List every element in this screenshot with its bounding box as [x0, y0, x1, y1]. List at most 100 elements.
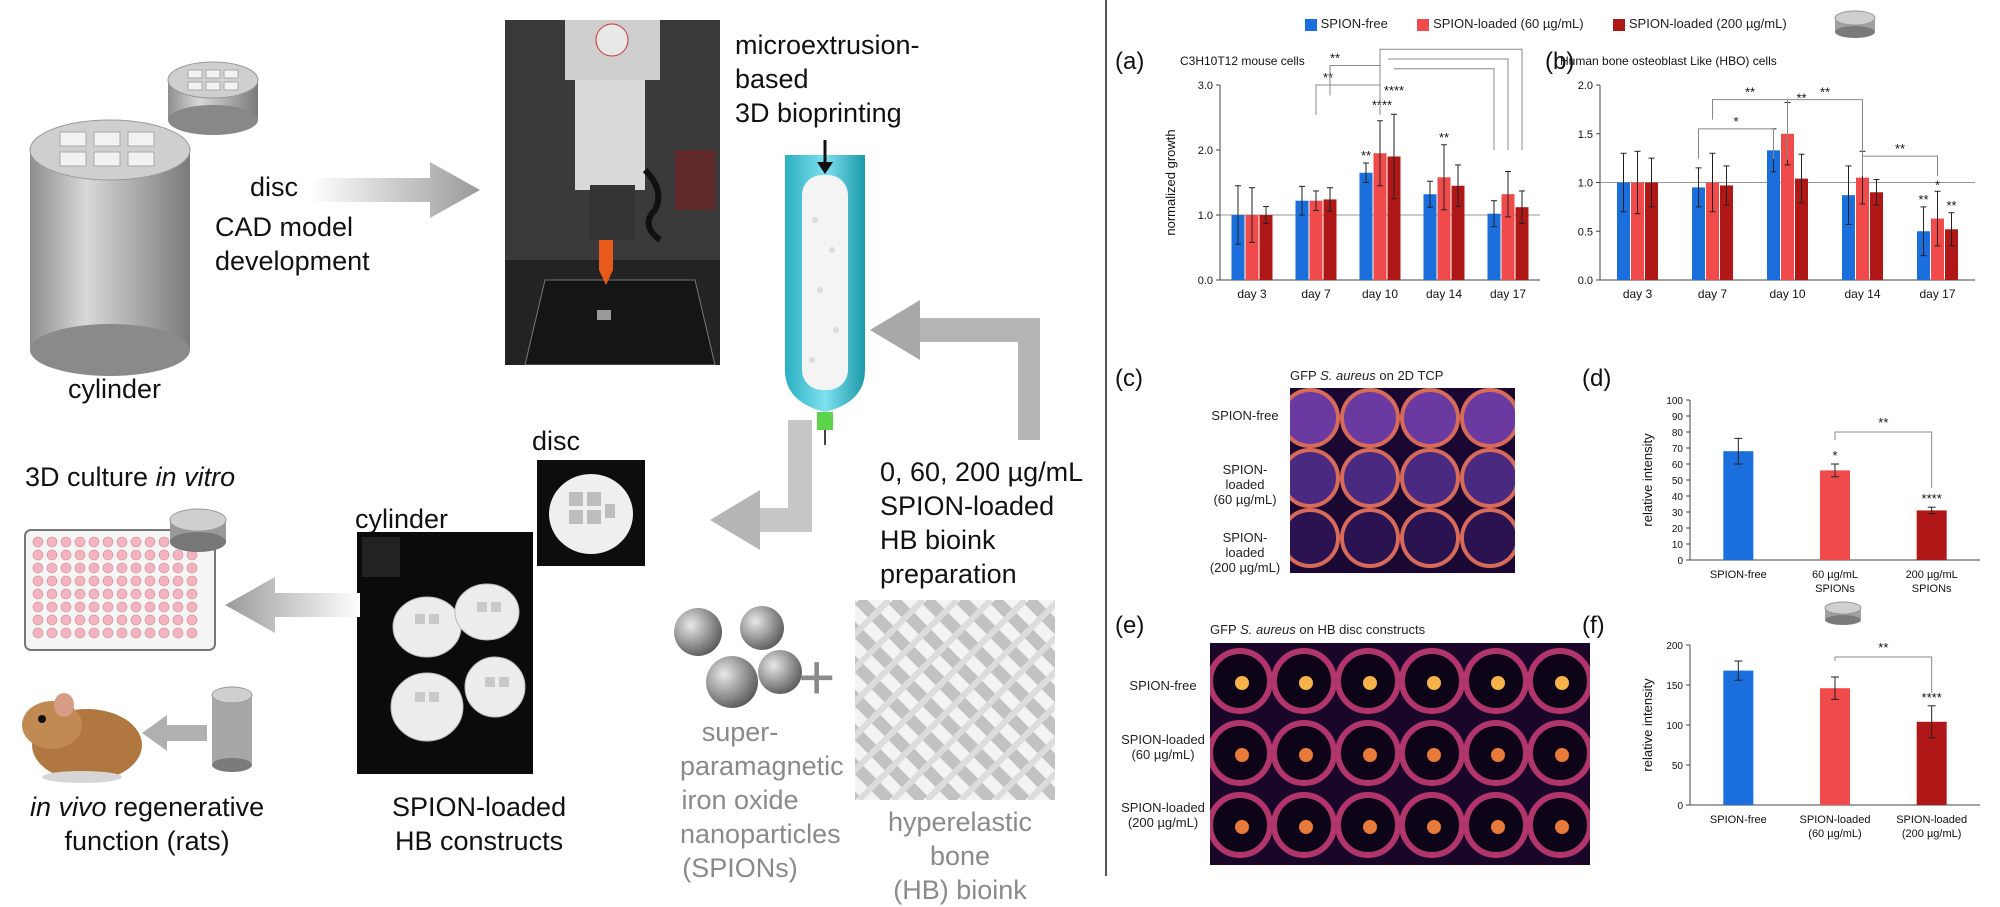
well [60, 601, 72, 613]
lattice-strut [855, 600, 926, 673]
well [158, 549, 170, 561]
bar [1692, 187, 1705, 280]
imaging-c-title: GFP S. aureus on 2D TCP [1290, 368, 1443, 383]
well [186, 601, 198, 613]
well [60, 562, 72, 574]
y-tick-label: 90 [1672, 412, 1684, 423]
significance-marker: ** [1918, 192, 1928, 207]
spions-label: super- paramagnetic iron oxide nanoparti… [680, 717, 844, 883]
disc-photo-label: disc [532, 426, 581, 456]
x-tick-label: day 17 [1919, 287, 1955, 301]
bar [1617, 182, 1630, 280]
significance-marker: **** [1372, 98, 1392, 113]
well [158, 536, 170, 548]
lattice-strut [924, 667, 1055, 800]
cylinder-photo-label: cylinder [355, 504, 449, 534]
well [60, 575, 72, 587]
well [32, 575, 44, 587]
disc-construct-image [549, 474, 633, 554]
x-tick-label: day 7 [1698, 287, 1728, 301]
well [116, 536, 128, 548]
well-fluorescence [1290, 508, 1340, 568]
well [102, 627, 114, 639]
imaging-e-fluorescence [1210, 643, 1590, 865]
invivo-label: in vivo regenerative function (rats) [30, 790, 264, 858]
imaging-c-title-italic: S. aureus [1320, 368, 1376, 383]
imaging-c-row-label-1: SPION-free [1211, 408, 1279, 423]
disc-cad-model [167, 61, 259, 135]
panel-divider [1105, 0, 1107, 876]
significance-marker: * [1733, 114, 1738, 129]
well [172, 575, 184, 587]
well [60, 614, 72, 626]
imaging-e-title: GFP S. aureus on HB disc constructs [1210, 622, 1425, 637]
cylinder-constructs-image [362, 537, 526, 742]
legend-label-spion-200: SPION-loaded (200 µg/mL) [1628, 16, 1787, 31]
bar [1842, 195, 1855, 280]
well [74, 536, 86, 548]
lattice-strut [855, 600, 1028, 775]
y-axis-label: relative intensity [1640, 678, 1655, 772]
bar [1631, 182, 1644, 280]
legend-swatch-spion-free [1305, 18, 1317, 31]
significance-marker: ** [1878, 640, 1888, 655]
well-plate-wells [32, 536, 198, 639]
cad-model-development-label: CAD model development [215, 212, 370, 276]
significance-marker: ** [1439, 130, 1449, 145]
x-tick-label: (60 µg/mL) [1808, 828, 1861, 840]
well-fluorescence [1290, 448, 1340, 508]
cylinder-constructs-photo [357, 532, 533, 774]
x-tick-label: day 3 [1623, 287, 1653, 301]
lattice-strut [855, 600, 960, 707]
well [88, 588, 100, 600]
imaging-e-row-label-1: SPION-free [1129, 678, 1197, 693]
culture-label-prefix: 3D culture [25, 462, 156, 492]
significance-marker: ** [1820, 85, 1830, 100]
x-tick-label: SPION-free [1710, 814, 1767, 826]
imaging-e-title-suffix: on HB disc constructs [1295, 622, 1426, 637]
bar [1945, 229, 1958, 280]
bacteria-signal [1427, 676, 1441, 690]
significance-bracket [1712, 99, 1788, 120]
well [60, 549, 72, 561]
bar [1723, 451, 1754, 560]
well [172, 601, 184, 613]
significance-marker: ** [1439, 45, 1449, 48]
y-tick-label: 3.0 [1198, 80, 1213, 92]
well [32, 536, 44, 548]
well [46, 575, 58, 587]
bacteria-signal [1363, 820, 1377, 834]
bacteria-signal [1299, 748, 1313, 762]
bar [1515, 207, 1529, 280]
y-tick-label: 0.0 [1578, 275, 1593, 287]
well-fluorescence [1400, 508, 1460, 568]
y-tick-label: 50 [1672, 761, 1684, 772]
well-fluorescence [1340, 508, 1400, 568]
bar [1820, 470, 1850, 560]
significance-marker: **** [1922, 690, 1942, 705]
well [46, 562, 58, 574]
x-tick-label: day 14 [1426, 287, 1462, 301]
imaging-c-title-suffix: on 2D TCP [1375, 368, 1444, 383]
x-tick-label: (200 µg/mL) [1902, 828, 1962, 840]
chart-a-title: C3H10T12 mouse cells [1180, 54, 1305, 68]
bar [1931, 218, 1944, 280]
bacteria-signal [1555, 676, 1569, 690]
well [88, 536, 100, 548]
cad-models-graphic [29, 61, 259, 376]
y-tick-label: 150 [1666, 681, 1683, 692]
x-tick-label: SPIONs [1912, 583, 1952, 595]
y-tick-label: 1.0 [1198, 210, 1213, 222]
x-tick-label: day 14 [1844, 287, 1880, 301]
x-tick-label: SPION-loaded [1896, 814, 1967, 826]
bioprinting-label: microextrusion- based 3D bioprinting [735, 30, 920, 128]
panel-label-e: (e) [1115, 612, 1145, 639]
panel-label-d: (d) [1582, 365, 1612, 392]
well [130, 536, 142, 548]
well [186, 588, 198, 600]
well [186, 575, 198, 587]
y-tick-label: 0.0 [1198, 275, 1213, 287]
bacteria-signal [1299, 820, 1313, 834]
bar [1487, 213, 1501, 280]
well [74, 575, 86, 587]
